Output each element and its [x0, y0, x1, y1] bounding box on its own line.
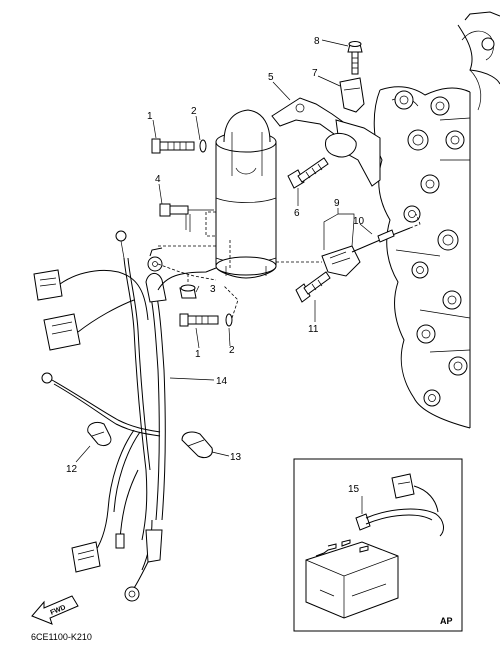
bolt-8: [347, 41, 363, 75]
washer-2-upper: [199, 139, 207, 153]
fwd-arrow: FWD: [31, 595, 79, 625]
bolt-1-lower: [179, 313, 219, 327]
starter-motor: [205, 109, 277, 279]
bracket-assembly: [271, 77, 381, 187]
drawing-code: 6CE1100-K210: [31, 632, 92, 642]
battery: [305, 539, 399, 619]
connector-assembly: [276, 213, 421, 277]
callout-2-lower: 2: [229, 345, 235, 356]
leader-lines: [75, 39, 373, 514]
callout-15: 15: [348, 484, 360, 495]
clamp-12: [87, 421, 112, 447]
fasteners: [147, 41, 363, 327]
lead-15-terminal: [355, 513, 371, 531]
callout-10: 10: [353, 216, 365, 227]
callout-5: 5: [268, 72, 274, 83]
callout-14: 14: [216, 376, 228, 387]
inset-frame: [293, 458, 463, 632]
washer-2-lower: [225, 313, 233, 327]
callout-4: 4: [155, 174, 161, 185]
bolt-11: [295, 271, 331, 303]
nut-3: [147, 256, 197, 299]
clamp-13: [181, 431, 213, 459]
bolt-4: [159, 203, 214, 232]
callout-6: 6: [294, 208, 300, 219]
callout-7: 7: [312, 68, 318, 79]
inset-label: AP: [440, 616, 453, 626]
wire-harness: [33, 230, 217, 602]
bolt-6: [287, 157, 329, 189]
inset-ap: AP: [293, 458, 463, 632]
callout-1-lower: 1: [195, 349, 201, 360]
callout-11: 11: [308, 324, 319, 335]
callouts: 1 2 4 3 1 2 5 6 7 8 9 10 11 12 13 14 15: [66, 36, 365, 495]
callout-9: 9: [334, 198, 340, 209]
bolt-1-upper: [151, 138, 195, 154]
callout-1-upper: 1: [147, 111, 153, 122]
callout-2-upper: 2: [191, 106, 197, 117]
engine-block: [373, 11, 500, 429]
callout-12: 12: [66, 464, 78, 475]
callout-3: 3: [210, 284, 216, 295]
callout-13: 13: [230, 452, 242, 463]
callout-8: 8: [314, 36, 320, 47]
